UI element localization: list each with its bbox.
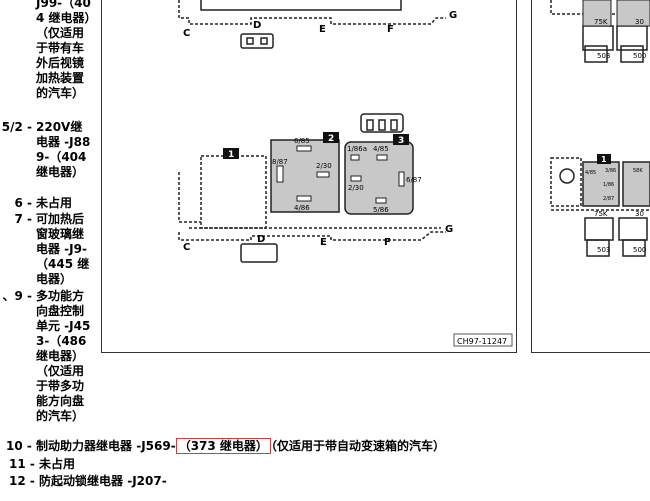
item-text: 可加热后窗玻璃继电器 -J9-（445 继电器） (36, 212, 90, 286)
right-bottom-code-503: 503 (597, 246, 610, 254)
label-f-top: F (387, 24, 394, 35)
item-number: 7 - (14, 212, 32, 226)
item-text: 未占用 (39, 457, 76, 471)
relay-3-pin-5-86: 5/86 (373, 206, 389, 214)
right-pin-4-85: 4/85 (585, 170, 596, 176)
item-text: 防起动锁继电器 -J207- (39, 474, 167, 488)
right-pin-3-86: 3/86 (605, 168, 616, 174)
item-number: 10 - (6, 439, 32, 453)
item-number: 、9 - (2, 289, 32, 303)
label-g-bottom: G (445, 224, 453, 235)
relay-1-outline (178, 155, 267, 229)
list-item-10: 10 - 制动助力器继电器 -J569-（373 继电器）（仅适用于带自动变速箱… (6, 438, 445, 454)
label-f-bottom: F (384, 237, 391, 248)
item-number: 5/2 - (1, 120, 32, 134)
right-top-code-503: 503 (597, 52, 610, 60)
figure-id: CH97-11247 (457, 337, 507, 346)
right-pin-1-86: 1/86 (603, 182, 614, 188)
relay-3-pin-1-86a: 1/86a (347, 145, 367, 153)
relay-2-pin-2-30: 2/30 (316, 162, 332, 170)
right-relay-diagram: 75K 30 503 500 1 4/85 3/86 1/86 2/87 58K… (550, 0, 650, 257)
item-text: 220V继电器 -J889-（404 继电器） (36, 120, 91, 179)
item-number: 12 - (9, 474, 35, 488)
relay-2-pin-4-86: 4/86 (294, 204, 310, 212)
relay-3-pin-2-30: 2/30 (348, 184, 364, 192)
bottom-panel-outline (178, 227, 446, 263)
right-bottom-label-30: 30 (635, 210, 644, 218)
relay-2-pin-6-85: 6/85 (294, 137, 310, 145)
right-bottom-label-75k: 75K (594, 210, 608, 218)
label-d-bottom: D (257, 234, 265, 245)
relay-1-number: 1 (228, 150, 234, 160)
relay-2-pin-8-87: 8/87 (272, 158, 288, 166)
relay-2-number: 2 (328, 134, 334, 144)
plug-connector (360, 113, 404, 133)
item-number: 6 - (14, 196, 32, 210)
list-item-11: 11 - 未占用 (9, 457, 75, 472)
right-pin-58k: 58K (633, 168, 643, 174)
label-c-bottom: C (183, 242, 190, 253)
relay-diagram-frame (101, 0, 517, 353)
item-note: （仅适用于带自动变速箱的汽车） (270, 439, 445, 453)
relay-3-number: 3 (398, 136, 404, 146)
list-item-12: 12 - 防起动锁继电器 -J207- (9, 474, 167, 489)
item-number: 11 - (9, 457, 35, 471)
top-panel-outline (178, 0, 446, 49)
label-e-top: E (319, 24, 326, 35)
right-diagram-frame (531, 0, 650, 353)
right-bottom-code-500: 500 (633, 246, 646, 254)
right-top-code-500: 500 (633, 52, 646, 60)
right-pin-2-87: 2/87 (603, 196, 614, 202)
relay-3-pin-4-85: 4/85 (373, 145, 389, 153)
label-d-top: D (253, 20, 261, 31)
relay-3: 3 1/86a 4/85 2/30 6/87 5/86 (344, 134, 422, 215)
right-relay-1-number: 1 (601, 155, 607, 164)
highlighted-relay-number: （373 继电器） (175, 438, 271, 454)
right-top-label-75k: 75K (594, 18, 608, 26)
relay-diagram: C D E F G 1 2 6/85 8/87 2/30 4/86 3 1/86… (178, 0, 513, 347)
relay-2: 2 6/85 8/87 2/30 4/86 (270, 132, 340, 213)
relay-3-pin-6-87: 6/87 (406, 176, 422, 184)
item-continuation: J99-（404 继电器）（仅适用于带有车外后视镜加热装置的汽车） (36, 0, 91, 100)
label-e-bottom: E (320, 237, 327, 248)
item-text: 未占用 (36, 196, 73, 210)
item-text: 制动助力器继电器 -J569- (36, 439, 176, 453)
label-c-top: C (183, 28, 190, 39)
right-top-label-30: 30 (635, 18, 644, 26)
label-g-top: G (449, 10, 457, 21)
item-text: 多功能方向盘控制单元 -J453-（486 继电器）（仅适用于带多功能方向盘的汽… (36, 289, 91, 423)
